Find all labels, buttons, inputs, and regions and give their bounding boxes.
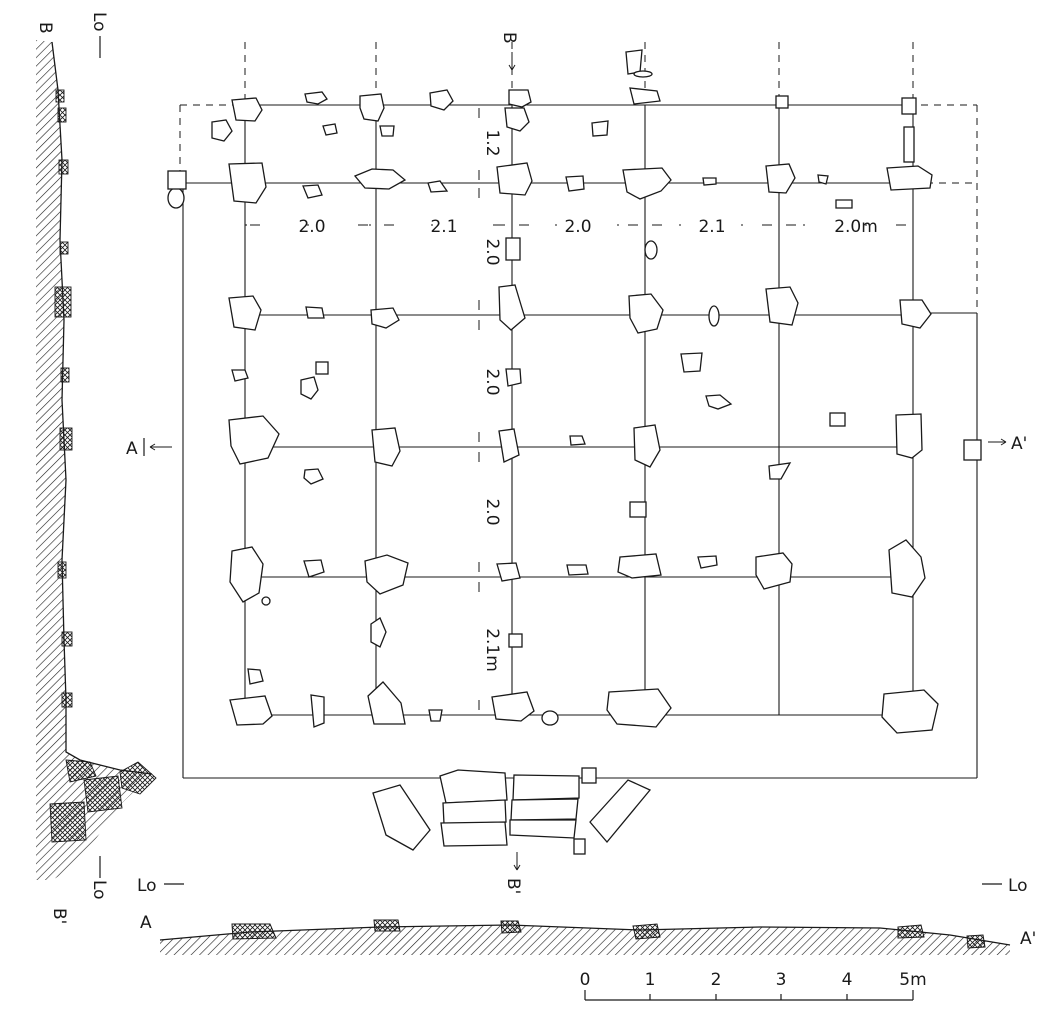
span-h-4: 2.1 [698,217,725,237]
scale-tick-0: 0 [580,970,591,990]
section-b-prime-label: B' [49,908,69,924]
lo-label-top: Lo [89,12,109,32]
plan-label-b: B [499,32,519,44]
section-a-profile: A A' Lo Lo [137,876,1036,955]
span-h-3: 2.0 [564,217,591,237]
foundation-stones [167,49,982,734]
front-steps [372,767,652,855]
plan-label-a-prime: A' [1011,434,1027,454]
vertical-dimensions: 1.2 2.0 2.0 2.0 2.1m [478,108,502,710]
span-v-2: 2.0 [482,238,502,265]
span-h-1: 2.0 [298,217,325,237]
span-v-5: 2.1m [482,628,502,672]
lo-label-bottom: Lo [89,880,109,900]
lo-label-right: Lo [1008,876,1028,896]
scale-tick-2: 2 [711,970,722,990]
span-v-4: 2.0 [482,498,502,525]
plan-label-b-prime: B' [503,878,523,894]
plan-label-a: A [126,439,138,459]
horizontal-dimensions: 2.0 2.1 2.0 2.1 2.0m [245,217,913,237]
plan-section-markers: A A' B B' [126,32,1027,894]
scale-tick-5: 5m [899,970,926,990]
section-a-prime-label: A' [1020,929,1036,949]
span-h-2: 2.1 [430,217,457,237]
scale-tick-3: 3 [776,970,787,990]
lo-label-left: Lo [137,876,157,896]
scale-tick-1: 1 [645,970,656,990]
scale-tick-4: 4 [842,970,853,990]
post-grid [172,42,914,716]
section-a-label: A [140,913,152,933]
span-v-3: 2.0 [482,368,502,395]
span-h-5: 2.0m [834,217,878,237]
span-v-1: 1.2 [482,129,502,156]
section-b-label: B [35,22,55,34]
section-b-profile: B Lo B' Lo [35,12,157,924]
scale-bar: 0 1 2 3 4 5m [580,970,927,1001]
